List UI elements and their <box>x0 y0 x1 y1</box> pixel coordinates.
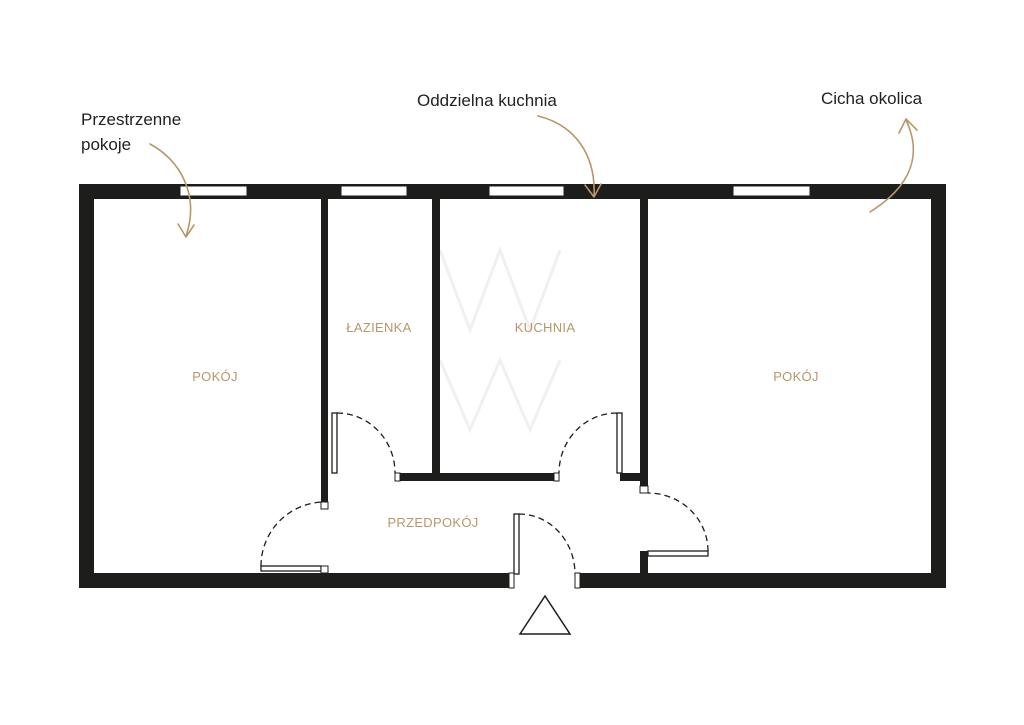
door-jambs <box>320 472 649 589</box>
room-label-bathroom: ŁAZIENKA <box>346 320 411 335</box>
wall-kitchen-right-room <box>640 199 648 493</box>
wall-left-room-bathroom-top <box>321 199 328 502</box>
window-kitchen <box>488 185 565 197</box>
door-right-room <box>647 492 709 557</box>
watermark <box>438 245 562 434</box>
wall-bathroom-kitchen <box>432 199 440 473</box>
wall-kitchen-bottom <box>440 473 558 481</box>
outer-wall-bottom-left <box>79 573 514 588</box>
door-kitchen <box>558 412 623 474</box>
doors <box>260 412 709 575</box>
annotation-spacious-rooms-line1: Przestrzenne <box>81 110 181 129</box>
wall-right-room-bottom-stub <box>640 551 648 575</box>
room-label-hallway: PRZEDPOKÓJ <box>387 515 478 530</box>
annotation-quiet-area: Cicha okolica <box>821 89 923 108</box>
arrow-quiet-area-icon <box>869 118 918 213</box>
room-label-left-room: POKÓJ <box>192 369 238 384</box>
outer-wall-left <box>79 184 94 588</box>
door-left-room <box>260 501 326 572</box>
room-label-right-room: POKÓJ <box>773 369 819 384</box>
annotation-separate-kitchen: Oddzielna kuchnia <box>417 91 557 110</box>
wall-kitchen-bottom-right <box>620 473 648 481</box>
outer-wall-bottom-right <box>575 573 946 588</box>
room-label-kitchen: KUCHNIA <box>515 320 576 335</box>
walls <box>79 184 946 588</box>
annotation-arrows <box>149 115 918 238</box>
arrow-spacious-rooms-icon <box>149 143 195 238</box>
arrow-separate-kitchen-icon <box>537 115 602 198</box>
windows <box>179 185 811 197</box>
entrance-triangle-icon <box>518 594 572 635</box>
window-right-room <box>732 185 811 197</box>
door-entrance <box>513 513 576 575</box>
window-bathroom <box>340 185 408 197</box>
door-bathroom <box>331 412 396 474</box>
wall-bathroom-bottom <box>395 473 440 481</box>
window-left-room <box>179 185 248 197</box>
annotation-spacious-rooms-line2: pokoje <box>81 135 131 154</box>
outer-wall-right <box>931 184 946 588</box>
